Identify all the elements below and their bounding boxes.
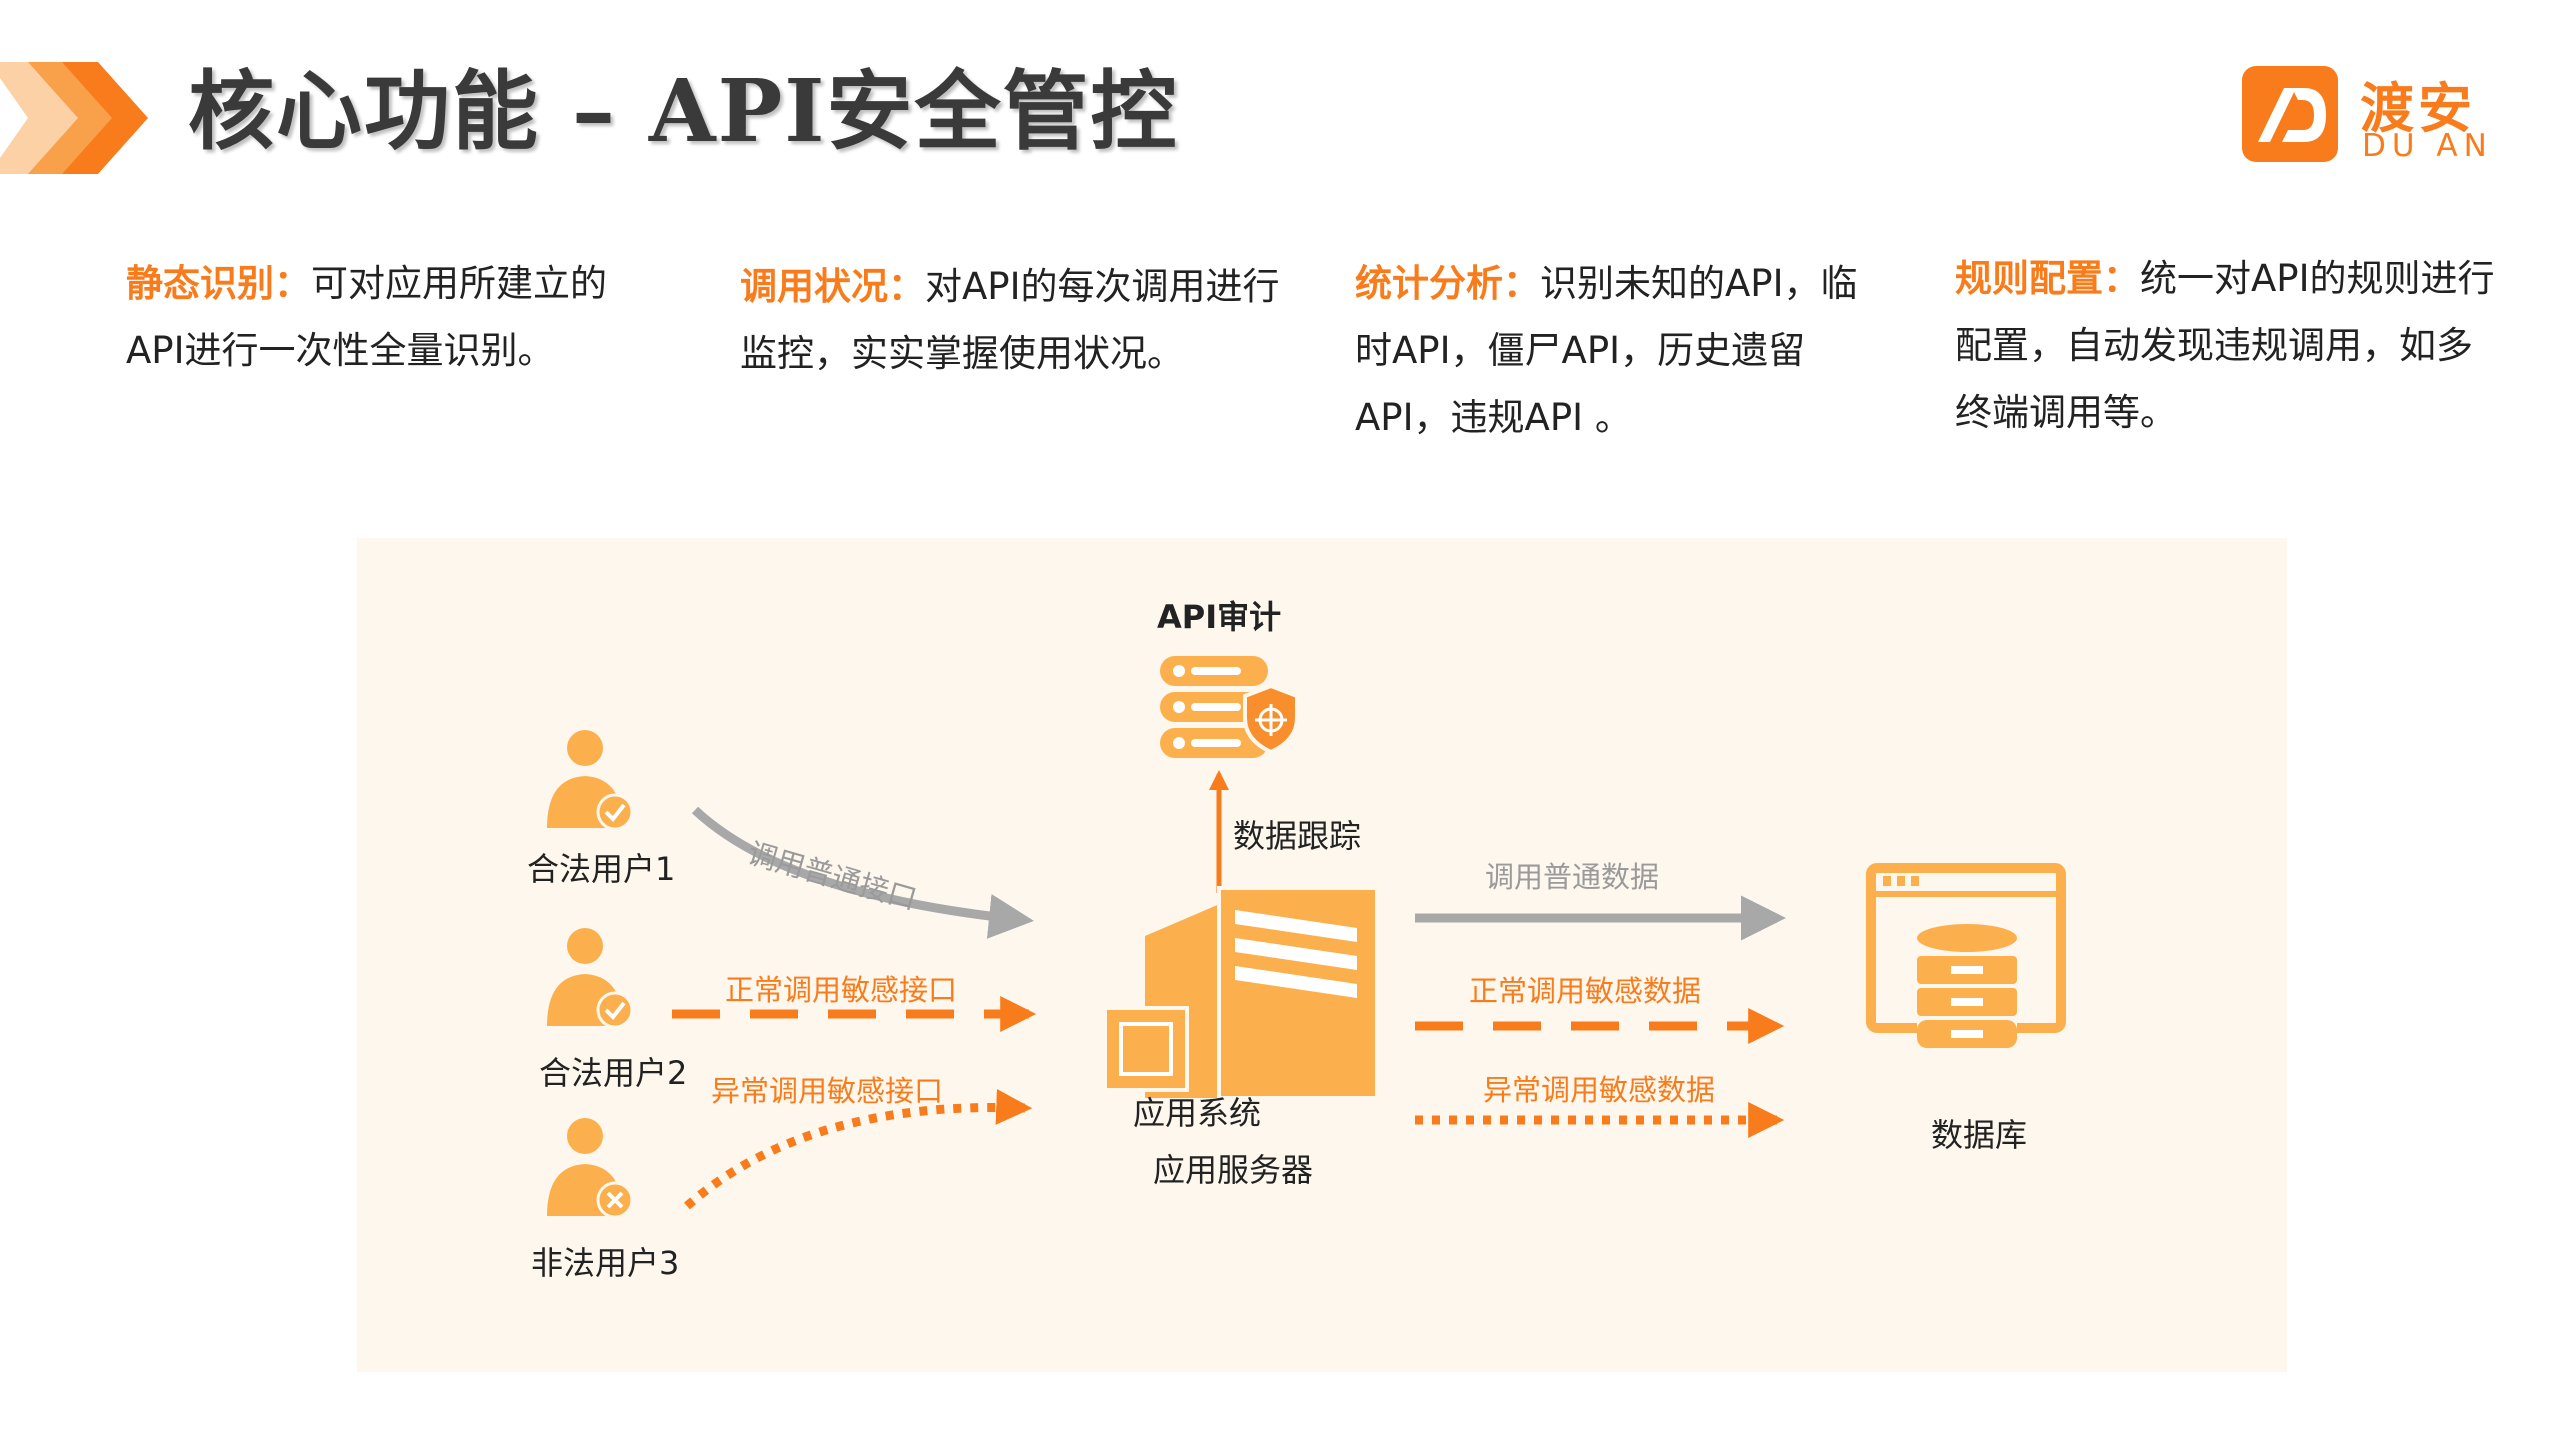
logo-text-en: DU AN bbox=[2362, 128, 2493, 164]
system-label: 应用系统 bbox=[1133, 1094, 1262, 1132]
feature-statistical-analysis: 统计分析：识别未知的API，临时API，僵尸API，历史遗留API，违规API … bbox=[1355, 250, 1875, 451]
cross-badge-icon bbox=[596, 1181, 634, 1219]
database-icon bbox=[1866, 863, 2066, 1050]
normal-call-arrow bbox=[691, 806, 1034, 939]
logo-text-cn: 渡安 bbox=[2360, 77, 2476, 140]
feature-static-identification: 静态识别：可对应用所建立的API进行一次性全量识别。 bbox=[126, 250, 646, 384]
audit-label: API审计 bbox=[1157, 598, 1282, 636]
feature-rule-configuration: 规则配置：统一对API的规则进行配置，自动发现违规调用，如多终端调用等。 bbox=[1955, 245, 2495, 446]
feature-text: 可对应用所建立的API进行一次性全量识别。 bbox=[126, 262, 607, 372]
feature-title: 规则配置： bbox=[1955, 257, 2140, 300]
flow-label: 正常调用敏感接口 bbox=[725, 973, 958, 1007]
brand-logo: 渡安 DU AN bbox=[2242, 66, 2522, 166]
chevron-arrows-icon bbox=[0, 62, 148, 174]
server-label: 应用服务器 bbox=[1153, 1151, 1314, 1189]
feature-text: 识别未知的API，临时API，僵尸API，历史遗留API，违规API 。 bbox=[1355, 262, 1858, 439]
feature-text: 统一对API的规则进行配置，自动发现违规调用，如多终端调用等。 bbox=[1955, 257, 2495, 434]
page-title: 核心功能 – API安全管控 bbox=[188, 61, 1179, 162]
flow-label: 异常调用敏感数据 bbox=[1483, 1073, 1716, 1107]
user-label: 合法用户2 bbox=[539, 1054, 688, 1092]
audit-server-icon bbox=[1160, 656, 1268, 758]
check-badge-icon bbox=[596, 793, 634, 831]
application-server-icon bbox=[1103, 886, 1379, 1100]
check-badge-icon bbox=[596, 991, 634, 1029]
feature-text: 对API的每次调用进行监控，实实掌握使用状况。 bbox=[740, 265, 1280, 375]
tracking-label: 数据跟踪 bbox=[1233, 817, 1362, 855]
feature-title: 静态识别： bbox=[126, 262, 311, 305]
user-label: 非法用户3 bbox=[531, 1244, 680, 1282]
feature-title: 调用状况： bbox=[740, 265, 925, 308]
feature-title: 统计分析： bbox=[1355, 262, 1540, 305]
flow-label: 调用普通数据 bbox=[1485, 860, 1660, 894]
user-label: 合法用户1 bbox=[527, 850, 676, 888]
abnormal-call-arrow bbox=[684, 1088, 1033, 1210]
feature-call-status: 调用状况：对API的每次调用进行监控，实实掌握使用状况。 bbox=[740, 253, 1280, 387]
architecture-diagram: API审计 数据跟踪 合法用户1 合法用户2 非法用户3 调用普通接口 正常调用… bbox=[357, 538, 2287, 1372]
flow-label: 异常调用敏感接口 bbox=[711, 1074, 944, 1108]
flow-label: 正常调用敏感数据 bbox=[1469, 974, 1702, 1008]
duan-logo-icon bbox=[2242, 66, 2338, 162]
shield-target-icon bbox=[1243, 683, 1299, 755]
database-label: 数据库 bbox=[1931, 1116, 2028, 1154]
